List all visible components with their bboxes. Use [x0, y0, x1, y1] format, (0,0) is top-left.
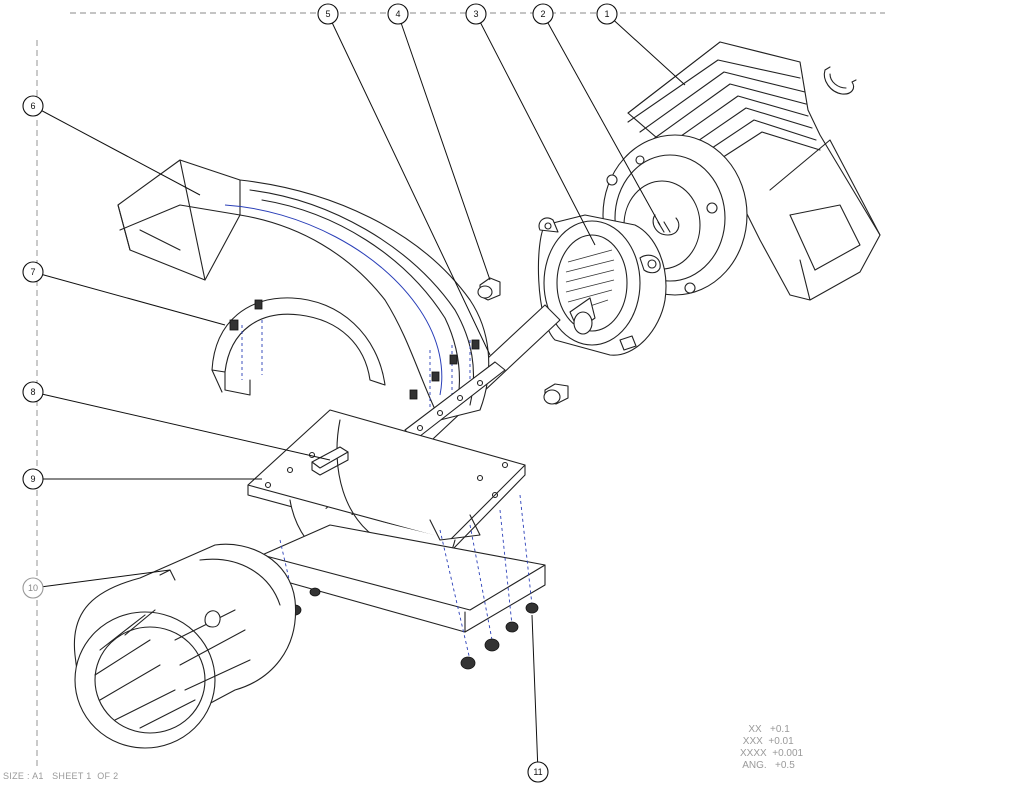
balloon-2: 2 [532, 3, 554, 25]
volute-housing-part [117, 159, 506, 441]
tolerance-row: XXXX +0.001 [740, 748, 803, 760]
balloon-1: 1 [596, 3, 618, 25]
tolerance-value: +0.1 [770, 724, 790, 735]
tolerance-key: XX [748, 724, 762, 735]
base-housing-part [247, 409, 546, 670]
balloon-9: 9 [22, 468, 44, 490]
sheet-info: SIZE : A1 SHEET 1 OF 2 [3, 771, 118, 781]
tolerance-row: XX +0.1 [740, 724, 803, 736]
sheet-size: SIZE : A1 [3, 771, 44, 781]
balloon-5: 5 [317, 3, 339, 25]
balloon-3: 3 [465, 3, 487, 25]
balloon-6-label: 6 [30, 101, 35, 111]
balloon-3-label: 3 [473, 9, 478, 19]
tolerance-row: XXX +0.01 [740, 736, 803, 748]
balloon-7: 7 [22, 261, 44, 283]
balloon-9-label: 9 [30, 474, 35, 484]
balloon-2-label: 2 [540, 9, 545, 19]
sheet-border [36, 12, 885, 770]
balloon-5-label: 5 [325, 9, 330, 19]
bearing-housing-part [537, 214, 667, 356]
tolerance-key: ANG. [742, 760, 767, 771]
tolerance-block: XX +0.1 XXX +0.01 XXXX +0.001 ANG. +0.5 [740, 724, 803, 772]
balloon-4-label: 4 [395, 9, 400, 19]
tolerance-row: ANG. +0.5 [740, 760, 803, 772]
sheet-total: OF 2 [97, 771, 119, 781]
tolerance-key: XXX [742, 736, 763, 747]
tolerance-key: XXXX [740, 748, 767, 759]
tolerance-value: +0.001 [772, 748, 804, 759]
tolerance-value: +0.5 [775, 760, 795, 771]
balloon-10-label: 10 [28, 583, 38, 593]
balloon-6: 6 [22, 95, 44, 117]
leader-lines [32, 13, 686, 773]
circlip-part [823, 66, 857, 95]
bolt-part [477, 277, 569, 405]
tolerance-value: +0.01 [768, 736, 794, 747]
balloon-1-label: 1 [604, 9, 609, 19]
balloon-11: 11 [527, 761, 549, 783]
balloon-8-label: 8 [30, 387, 35, 397]
sheet-number: SHEET 1 [52, 771, 92, 781]
balloon-7-label: 7 [30, 267, 35, 277]
balloon-4: 4 [387, 3, 409, 25]
balloon-10: 10 [22, 577, 44, 599]
balloon-8: 8 [22, 381, 44, 403]
balloon-11-label: 11 [533, 767, 542, 777]
impeller-part [73, 543, 297, 749]
